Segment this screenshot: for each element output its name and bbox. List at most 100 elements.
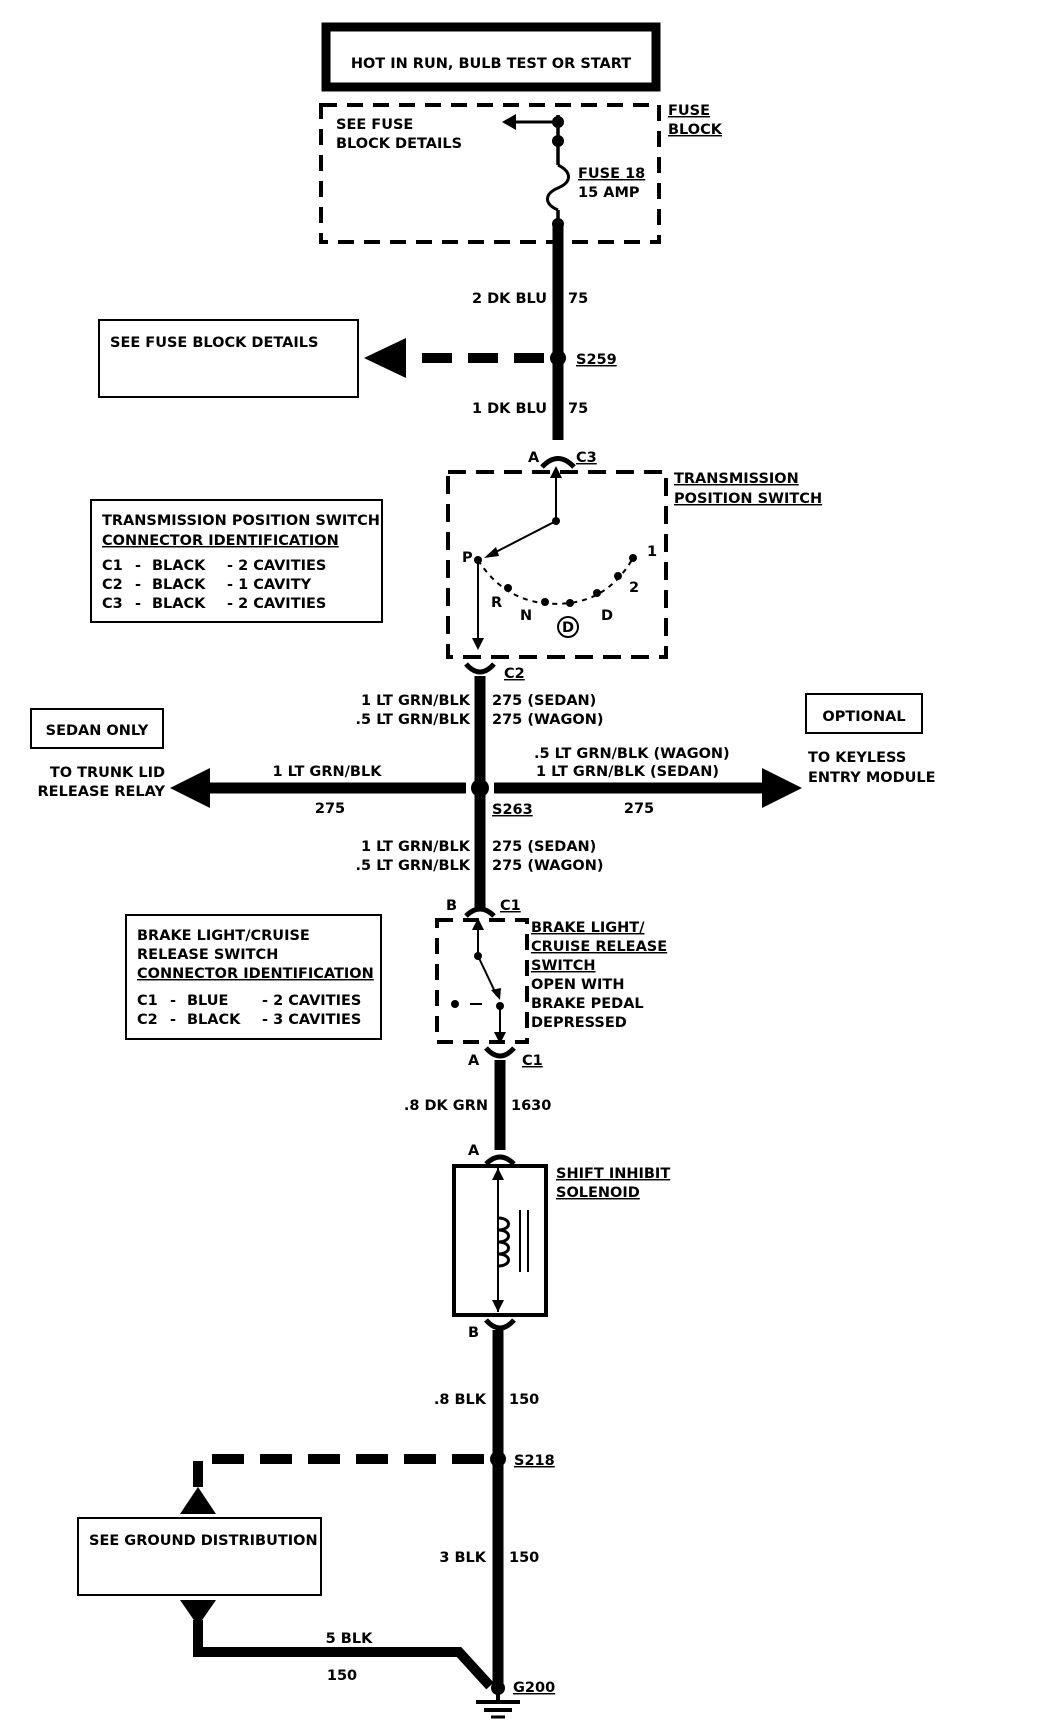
tps-contact-od (566, 599, 574, 607)
sedan-only-box (30, 708, 164, 749)
solenoid-pin-b: B (468, 1325, 479, 1341)
splice-s263 (471, 779, 489, 797)
s259-arrow-head (364, 338, 406, 378)
tps-id-box (90, 499, 383, 623)
header-box (321, 22, 661, 92)
ground-dist-box (77, 1517, 322, 1596)
ground-dist-gauge: 5 BLK (326, 1631, 373, 1647)
tps-contact-2 (614, 572, 622, 580)
tps-id-r2-c: C2 (102, 577, 123, 593)
ground-circuit: 150 (509, 1550, 539, 1566)
solenoid-bottom-connector (484, 1318, 516, 1331)
brake-label-2: CRUISE RELEASE (531, 939, 667, 955)
tps-contact-p (474, 556, 482, 564)
tps-out-circuit-1: 275 (SEDAN) (492, 693, 596, 709)
brake-contact-left (451, 1000, 459, 1008)
wire-ground-dist (193, 1620, 494, 1690)
see-fuse-block-box (98, 319, 359, 398)
brake-out-circuit: 1630 (511, 1098, 551, 1114)
fuse-block-box (319, 103, 661, 244)
brake-id-r1-d: - (170, 993, 176, 1009)
brake-blade-arrow (491, 988, 501, 1000)
tps-c3-connector (540, 456, 576, 469)
fuse-label-1: FUSE 18 (578, 166, 645, 182)
tps-contact-r (504, 584, 512, 592)
sol-out-gauge: .8 BLK (434, 1392, 487, 1408)
brake-label-1: BRAKE LIGHT/ (531, 920, 645, 936)
tps-pos-2: 2 (629, 580, 639, 596)
tps-id-r2-cav: - 1 CAVITY (227, 577, 312, 593)
w2-gauge: 1 DK BLU (472, 401, 547, 417)
tps-pos-r: R (491, 595, 502, 611)
solenoid-box (452, 1164, 548, 1317)
tps-label-1: TRANSMISSION (674, 471, 799, 487)
brake-note-3: DEPRESSED (531, 1015, 627, 1031)
tps-input-arrow (550, 466, 562, 478)
tps-id-r3-color: BLACK (152, 596, 206, 612)
tps-id-title-2: CONNECTOR IDENTIFICATION (102, 533, 339, 549)
g200-node (491, 1681, 505, 1695)
brake-c1-top-connector (464, 906, 496, 918)
solenoid-coil (497, 1216, 510, 1268)
brake-id-title-3: CONNECTOR IDENTIFICATION (137, 966, 374, 982)
splice-s259 (550, 350, 566, 366)
s259-label: S259 (576, 352, 617, 368)
brake-contact-right (496, 1002, 504, 1010)
brake-c1-bottom-connector (484, 1046, 516, 1059)
tps-label-2: POSITION SWITCH (674, 491, 822, 507)
left-branch-circuit: 275 (315, 801, 345, 817)
ground-dist-arrow-down (180, 1600, 216, 1626)
tps-out-gauge-2: .5 LT GRN/BLK (356, 712, 471, 728)
brake-note-2: BRAKE PEDAL (531, 996, 644, 1012)
sedan-only-text: SEDAN ONLY (46, 723, 149, 739)
brake-id-r1-color: BLUE (187, 993, 228, 1009)
brake-c1-bottom-name: C1 (522, 1053, 543, 1069)
brake-label-3: SWITCH (531, 958, 596, 974)
to-brake-gauge-2: .5 LT GRN/BLK (356, 858, 471, 874)
tps-pos-1: 1 (647, 544, 657, 560)
brake-blade (477, 955, 498, 997)
tps-id-r1-cav: - 2 CAVITIES (227, 558, 326, 574)
ground-dist-circuit: 150 (327, 1668, 357, 1684)
tps-id-r1-color: BLACK (152, 558, 206, 574)
tps-contact-d (593, 589, 601, 597)
w2-circuit: 75 (568, 401, 588, 417)
tps-id-r3-d: - (135, 596, 141, 612)
tps-blade-arrow (484, 547, 499, 558)
header-title: HOT IN RUN, BULB TEST OR START (351, 56, 631, 72)
to-brake-circuit-1: 275 (SEDAN) (492, 839, 596, 855)
brake-c1-top-name: C1 (500, 898, 521, 914)
right-arrow-head (762, 768, 802, 808)
tps-out-gauge-1: 1 LT GRN/BLK (361, 693, 471, 709)
tps-id-r1-d: - (135, 558, 141, 574)
s218-arrow-up (180, 1487, 216, 1514)
fuse-block-see-1: SEE FUSE (336, 117, 413, 133)
sol-out-circuit: 150 (509, 1392, 539, 1408)
tps-c3-pin: A (528, 450, 540, 466)
w1-circuit: 75 (568, 291, 588, 307)
tps-pos-p: P (462, 550, 473, 566)
brake-switch-box (435, 918, 529, 1044)
fuse-node-2 (552, 135, 564, 147)
see-fuse-block-text: SEE FUSE BLOCK DETAILS (110, 335, 318, 351)
to-trunk-2: RELEASE RELAY (38, 784, 166, 800)
optional-box (805, 693, 923, 734)
ground-dist-text: SEE GROUND DISTRIBUTION (89, 1533, 318, 1549)
tps-id-r3-cav: - 2 CAVITIES (227, 596, 326, 612)
tps-id-r1-c: C1 (102, 558, 123, 574)
ground-gauge: 3 BLK (439, 1550, 486, 1566)
right-branch-gauge-1: .5 LT GRN/BLK (WAGON) (534, 746, 730, 762)
tps-c3-name: C3 (576, 450, 597, 466)
to-keyless-1: TO KEYLESS (808, 750, 906, 766)
tps-od-circle (557, 616, 579, 638)
left-arrow-head (170, 768, 210, 808)
tps-blade (487, 520, 557, 557)
tps-c2-connector (464, 662, 496, 675)
solenoid-label-1: SHIFT INHIBIT (556, 1166, 670, 1182)
brake-c1-bottom-pin: A (468, 1053, 480, 1069)
w1-gauge: 2 DK BLU (472, 291, 547, 307)
s263-label: S263 (492, 802, 533, 818)
to-trunk-1: TO TRUNK LID (50, 765, 165, 781)
brake-out-gauge: .8 DK GRN (404, 1098, 488, 1114)
